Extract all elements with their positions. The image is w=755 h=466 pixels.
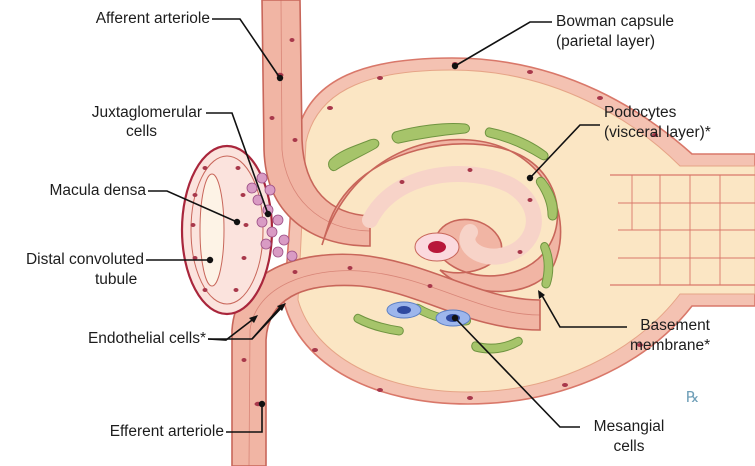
red-blood-cell xyxy=(428,241,446,253)
label-mesangial-line2: cells xyxy=(584,437,674,456)
label-juxtaglomerular-line2: cells xyxy=(126,122,157,141)
label-basement-line2: membrane* xyxy=(630,336,710,355)
label-podocytes-line1: Podocytes xyxy=(604,103,676,122)
label-afferent-arteriole: Afferent arteriole xyxy=(60,9,210,28)
label-macula-densa: Macula densa xyxy=(20,181,146,200)
label-distal-line1: Distal convoluted xyxy=(2,250,144,269)
label-juxtaglomerular-line1: Juxtaglomerular xyxy=(30,103,202,122)
label-distal-line2: tubule xyxy=(95,270,137,289)
distal-convoluted-tubule xyxy=(182,146,272,314)
label-endothelial-cells: Endothelial cells* xyxy=(20,329,206,348)
label-podocytes-line2: (visceral layer)* xyxy=(604,123,711,142)
label-basement-line1: Basement xyxy=(620,316,710,335)
rx-badge-icon: ℞ xyxy=(686,388,699,406)
label-mesangial-line1: Mesangial xyxy=(584,417,674,436)
label-bowman-line2: (parietal layer) xyxy=(556,32,655,51)
label-efferent-arteriole: Efferent arteriole xyxy=(40,422,224,441)
label-bowman-line1: Bowman capsule xyxy=(556,12,674,31)
